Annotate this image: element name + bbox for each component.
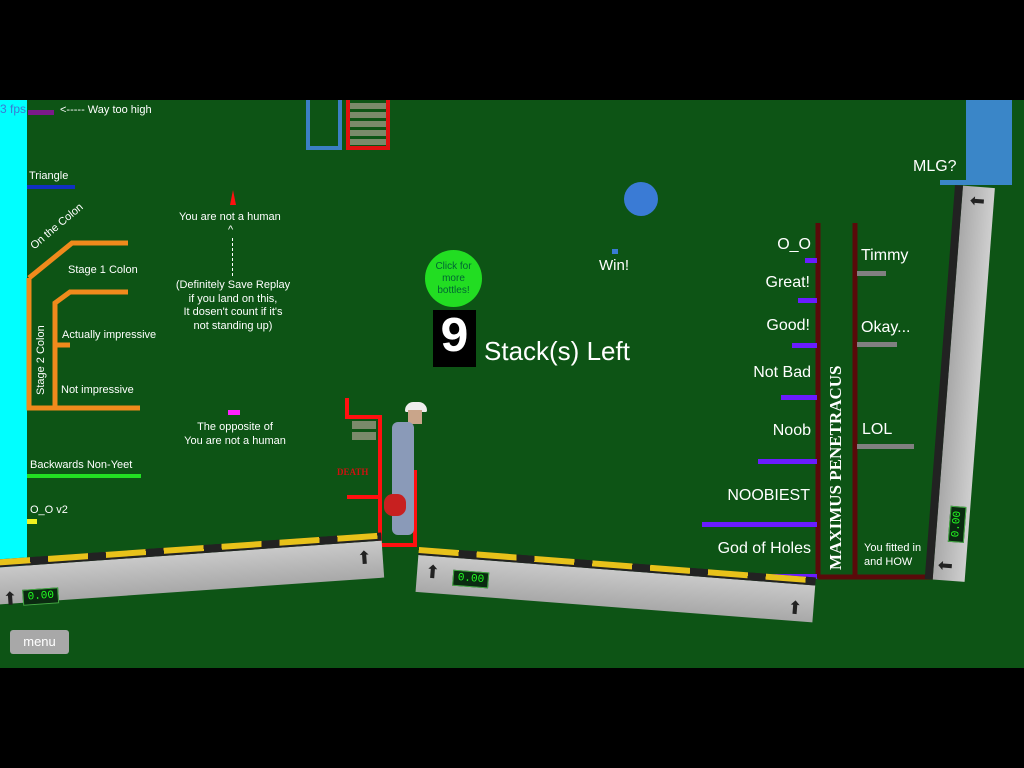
win-marker — [612, 249, 618, 254]
scale-okay: Okay... — [861, 319, 911, 336]
fitted-label: You fitted in and HOW — [864, 542, 922, 568]
save-replay-note: (Definitely Save Replay if you land on t… — [175, 279, 291, 332]
win-label: Win! — [599, 257, 629, 274]
blood — [384, 494, 406, 516]
way-too-high-marker — [28, 110, 54, 115]
scale-not-bad: Not Bad — [753, 364, 811, 381]
actually-impressive-label: Actually impressive — [62, 329, 157, 341]
oo-v2-label: O_O v2 — [30, 504, 68, 516]
scale-lol: LOL — [862, 421, 893, 438]
not-impressive-label: Not impressive — [61, 384, 134, 396]
not-human-label: You are not a human — [179, 211, 281, 223]
tower-title: MAXIMUS PENETRACUS — [826, 365, 845, 570]
stacks-left-label: Stack(s) Left — [484, 336, 630, 366]
blue-ball — [624, 182, 658, 216]
scale-noob: Noob — [772, 422, 811, 439]
stack-counter-display: 9 — [433, 310, 476, 367]
death-trap-wall — [345, 398, 417, 547]
caret-label: ^ — [228, 224, 234, 236]
backwards-label: Backwards Non-Yeet — [30, 459, 133, 471]
up-arrow-icon: ⬆ — [424, 561, 441, 583]
left-scale-markers — [702, 258, 817, 579]
cyan-wall — [0, 100, 27, 578]
up-arrow-icon: ⬆ — [786, 597, 804, 619]
scale-great: Great! — [765, 274, 810, 291]
more-bottles-label: Click for more bottles! — [435, 260, 472, 296]
triangle-marker — [27, 185, 75, 189]
bottle-rack-top — [346, 100, 390, 150]
colon-stage2-line — [52, 289, 128, 408]
level-shapes — [26, 100, 1012, 580]
menu-button[interactable]: menu — [10, 630, 69, 654]
scale-timmy: Timmy — [861, 247, 909, 264]
start-box — [306, 100, 342, 150]
helmet — [405, 402, 427, 412]
stage2-label: Stage 2 Colon — [35, 325, 47, 395]
conveyor-timer: 0.00 — [22, 587, 60, 606]
opposite-label: The opposite of You are not a human — [184, 421, 286, 447]
dashed-pointer — [232, 238, 233, 276]
right-scale-markers — [857, 271, 914, 449]
scale-noobiest: NOOBIEST — [727, 487, 810, 504]
conveyor-timer: 0.00 — [947, 505, 967, 543]
opposite-marker — [228, 410, 240, 415]
fps-counter: 3 fps — [0, 102, 27, 116]
mlg-ledge — [940, 180, 970, 185]
colon-stage1-line — [26, 278, 140, 411]
conveyor-timer: 0.00 — [452, 569, 490, 589]
more-bottles-button[interactable]: Click for more bottles! — [425, 250, 482, 307]
left-arrow-icon: ⬅ — [937, 554, 954, 576]
backwards-marker — [27, 474, 141, 478]
scale-good: Good! — [766, 317, 810, 334]
way-too-high-label: <----- Way too high — [60, 104, 152, 116]
colon-top-line — [27, 240, 128, 280]
up-arrow-icon: ⬆ — [2, 588, 19, 610]
left-arrow-icon: ⬅ — [969, 190, 986, 212]
body — [392, 422, 414, 535]
mlg-target — [966, 100, 1012, 185]
up-arrow-icon: ⬆ — [356, 547, 373, 569]
oo-v2-marker — [27, 519, 37, 524]
mlg-label: MLG? — [913, 158, 957, 175]
scale-god-of-holes: God of Holes — [717, 540, 811, 557]
death-label: DEATH — [337, 467, 369, 477]
red-spike — [230, 190, 236, 205]
bottle-rack-mid — [352, 421, 376, 441]
triangle-label: Triangle — [29, 170, 69, 182]
scale-oo: O_O — [777, 236, 811, 253]
game-viewport[interactable]: 3 fps <----- Way too high Triangle — [0, 100, 1024, 668]
head — [408, 410, 422, 424]
stage1-label: Stage 1 Colon — [68, 264, 138, 276]
player-character — [384, 402, 428, 542]
